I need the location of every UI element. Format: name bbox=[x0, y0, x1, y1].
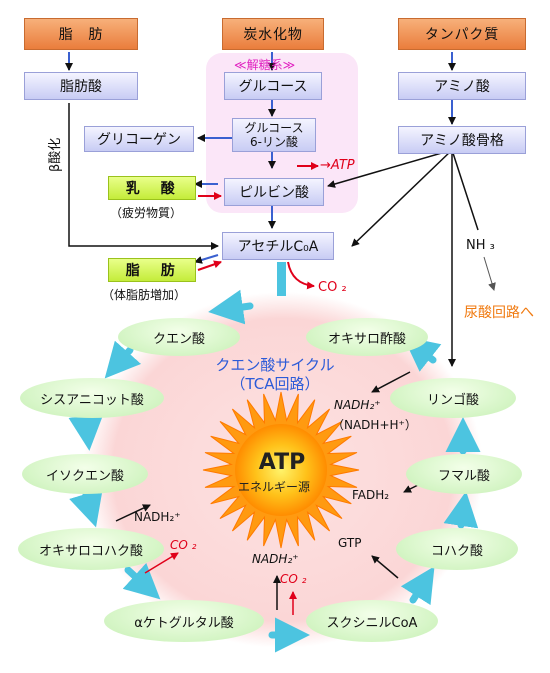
cycle-center-subtitle: エネルギー源 bbox=[238, 480, 311, 494]
node-citric-acid: クエン酸 bbox=[118, 318, 240, 356]
cycle-title: クエン酸サイクル （TCA回路） bbox=[196, 356, 354, 394]
glycolysis-title: ≪解糖系≫ bbox=[234, 58, 296, 72]
node-cis-aconitic-acid: シスアニコット酸 bbox=[20, 378, 164, 418]
lactic-acid-box: 乳 酸 bbox=[108, 176, 196, 200]
fatty-acid-box: 脂肪酸 bbox=[24, 72, 138, 100]
acetyl-co2-label: CO ₂ bbox=[318, 280, 347, 295]
node-oxalosuccinic-acid: オキサロコハク酸 bbox=[18, 528, 164, 570]
node-isocitric-acid: イソクエン酸 bbox=[22, 454, 148, 494]
node-fumaric-acid: フマル酸 bbox=[406, 454, 522, 494]
source-lipid: 脂 肪 bbox=[24, 18, 138, 50]
urea-cycle-label: 尿酸回路へ bbox=[464, 305, 534, 321]
node-succinyl-coa: スクシニルCoA bbox=[306, 600, 438, 642]
source-protein: タンパク質 bbox=[398, 18, 526, 50]
cycle-title-line1: クエン酸サイクル bbox=[215, 356, 335, 374]
glycogen-box: グリコーゲン bbox=[84, 126, 194, 152]
glucose6p-line1: グルコース bbox=[244, 121, 304, 135]
nadh-top-note: （NADH+H⁺） bbox=[332, 418, 417, 432]
glucose-box: グルコース bbox=[224, 72, 322, 100]
node-alpha-ketoglutaric-acid: αケトグルタル酸 bbox=[104, 600, 264, 642]
co2-bottom-label: CO ₂ bbox=[280, 572, 307, 586]
nadh-bottom-label: NADH₂⁺ bbox=[252, 552, 299, 566]
atp-output-label: →ATP bbox=[320, 158, 355, 173]
nh3-label: NH ₃ bbox=[466, 238, 495, 253]
beta-oxidation-label: β酸化 bbox=[48, 137, 63, 172]
node-malic-acid: リンゴ酸 bbox=[390, 378, 516, 418]
amino-skeleton-box: アミノ酸骨格 bbox=[398, 126, 526, 154]
fadh2-label: FADH₂ bbox=[352, 488, 390, 502]
node-succinic-acid: コハク酸 bbox=[396, 528, 518, 570]
fat-note: （体脂肪増加） bbox=[102, 288, 187, 302]
nadh-left-label: NADH₂⁺ bbox=[134, 510, 181, 524]
lactic-acid-note: （疲労物質） bbox=[110, 206, 183, 220]
cycle-title-line2: （TCA回路） bbox=[230, 375, 320, 393]
glucose6p-line2: 6-リン酸 bbox=[250, 135, 298, 149]
cycle-center-atp: ATP bbox=[258, 450, 306, 475]
pyruvate-box: ピルビン酸 bbox=[224, 178, 324, 206]
co2-left-label: CO ₂ bbox=[170, 538, 197, 552]
atp-sun-icon bbox=[202, 391, 360, 549]
acetyl-coa-box: アセチルC₀A bbox=[222, 232, 334, 260]
node-oxaloacetic-acid: オキサロ酢酸 bbox=[306, 318, 428, 356]
nadh-top-label: NADH₂⁺ bbox=[334, 398, 381, 412]
glucose6p-box: グルコース 6-リン酸 bbox=[232, 118, 316, 152]
source-carbohydrate: 炭水化物 bbox=[222, 18, 324, 50]
gtp-label: GTP bbox=[338, 536, 362, 550]
amino-acid-box: アミノ酸 bbox=[398, 72, 526, 100]
fat-box: 脂 肪 bbox=[108, 258, 196, 282]
